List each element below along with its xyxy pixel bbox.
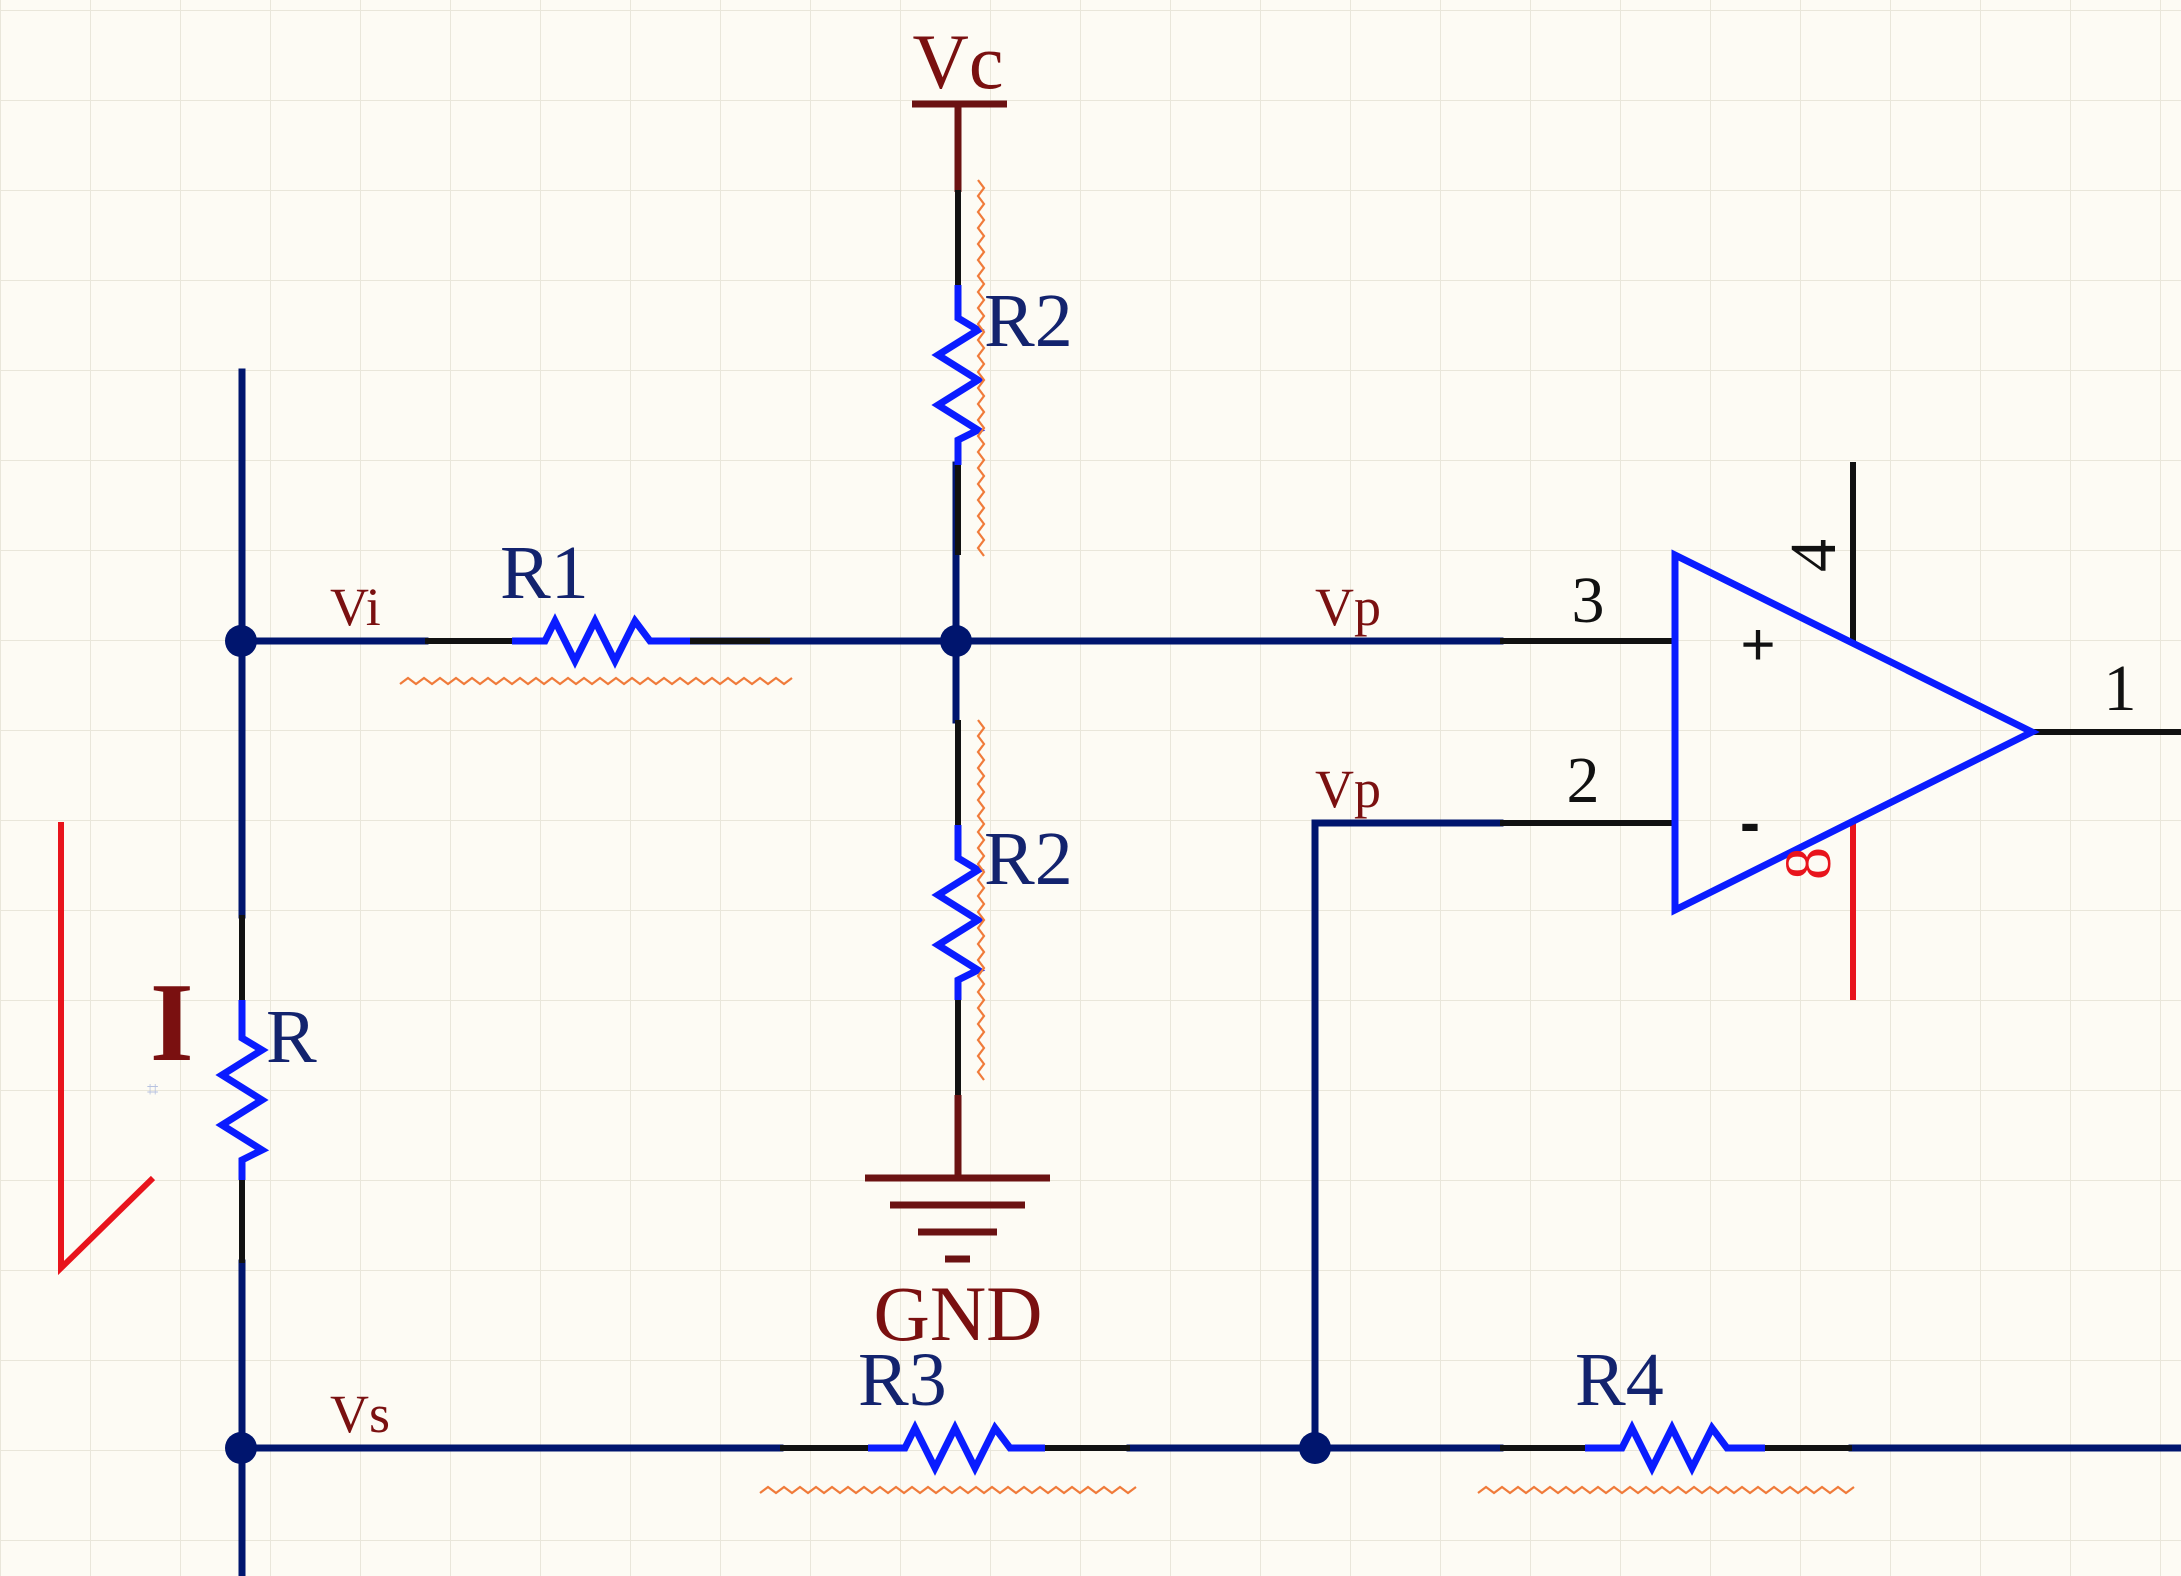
error-squiggle <box>1477 1485 1855 1495</box>
r4-ref: R4 <box>1575 1338 1664 1422</box>
current-marker-icon: ⌗ <box>147 1077 158 1101</box>
error-squiggle <box>976 179 986 557</box>
r2-bottom-ref: R2 <box>984 817 1073 901</box>
opamp-pin2-number: 2 <box>1567 744 1600 817</box>
resistor-r2-bottom[interactable]: R2 <box>931 719 1073 1095</box>
wire-vp-bottom[interactable] <box>1311 819 1504 1452</box>
junction-vi <box>225 625 257 657</box>
gnd-label: GND <box>874 1270 1043 1357</box>
net-label-vi[interactable]: Vi <box>330 577 381 637</box>
opamp-pin8-number: 8 <box>1772 847 1845 880</box>
opamp-plus-sign: + <box>1740 611 1775 678</box>
error-squiggle <box>976 719 986 1081</box>
resistor-r3[interactable]: R3 <box>759 1338 1137 1495</box>
error-squiggle <box>759 1485 1137 1495</box>
opamp-pin4-number: 4 <box>1777 539 1850 572</box>
resistor-r1[interactable]: R1 <box>399 531 793 686</box>
gnd-power-port[interactable]: GND <box>865 1095 1050 1357</box>
opamp[interactable]: + - 3 2 1 4 8 <box>1500 462 2181 1000</box>
error-squiggle <box>399 676 793 686</box>
r1-ref: R1 <box>500 531 589 615</box>
net-labels: Vi Vp Vp Vs <box>330 577 1381 1444</box>
vc-power-port[interactable]: Vc <box>912 18 1007 192</box>
opamp-pin3-number: 3 <box>1572 564 1605 637</box>
opamp-pin1-number: 1 <box>2104 652 2137 725</box>
junction-vs <box>225 1432 257 1464</box>
r3-ref: R3 <box>858 1338 947 1422</box>
opamp-body <box>1671 549 2040 916</box>
resistor-r4[interactable]: R4 <box>1477 1338 1855 1495</box>
net-label-vp-top[interactable]: Vp <box>1315 577 1381 637</box>
wires <box>238 368 2181 1576</box>
vc-label: Vc <box>913 18 1004 105</box>
net-label-vs[interactable]: Vs <box>330 1384 390 1444</box>
current-arrow-icon <box>58 822 156 1276</box>
r2-top-ref: R2 <box>984 279 1073 363</box>
junction-feedback <box>1299 1432 1331 1464</box>
current-label: I <box>150 961 194 1085</box>
net-label-vp-bottom[interactable]: Vp <box>1315 759 1381 819</box>
resistor-r-sense[interactable]: R <box>215 915 317 1263</box>
junction-center <box>940 625 972 657</box>
r-sense-ref: R <box>266 995 317 1079</box>
current-indicator[interactable]: I ⌗ <box>58 822 194 1276</box>
junctions <box>225 625 1331 1464</box>
opamp-minus-sign: - <box>1740 789 1760 856</box>
resistor-r2-top[interactable]: R2 <box>931 179 1073 557</box>
